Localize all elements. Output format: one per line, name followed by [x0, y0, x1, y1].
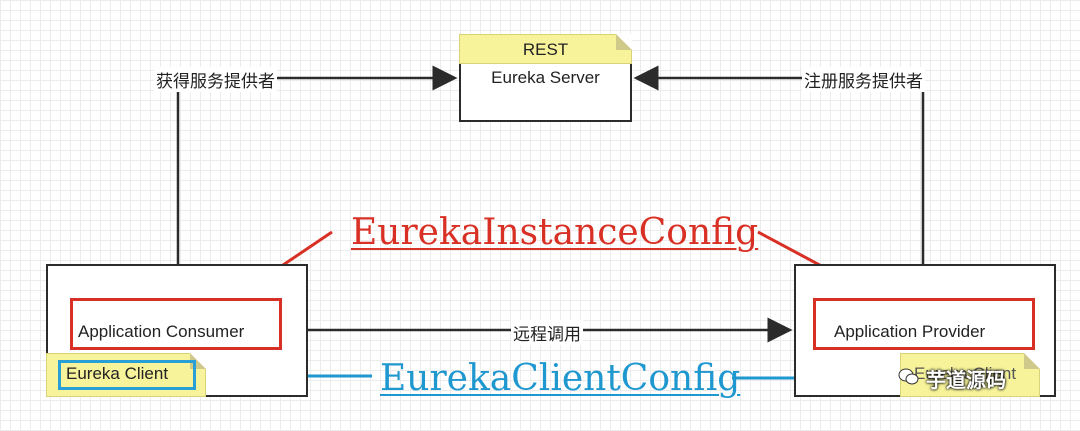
rest-label: REST	[522, 40, 569, 59]
provider-client-label: Eureka Client	[914, 364, 1017, 383]
application-consumer-label: Application Consumer	[78, 322, 245, 341]
rest-note	[459, 34, 632, 64]
consumer-client-label: Eureka Client	[66, 364, 169, 383]
client-config-title: EurekaClientConfig	[380, 358, 741, 399]
get-providers-label: 获得服务提供者	[154, 67, 277, 92]
eureka-server-label: Eureka Server	[491, 68, 600, 87]
application-consumer-highlight	[70, 298, 282, 350]
register-provider-label: 注册服务提供者	[802, 67, 925, 92]
wechat-icon	[898, 368, 919, 385]
watermark-text: 芋道源码	[926, 370, 1006, 392]
consumer-client-highlight	[58, 360, 196, 390]
remote-call-label: 远程调用	[511, 320, 583, 345]
application-provider-label: Application Provider	[834, 322, 986, 341]
instance-config-title: EurekaInstanceConfig	[351, 212, 759, 253]
provider-client-note	[900, 353, 1040, 397]
application-provider-highlight	[813, 298, 1035, 350]
